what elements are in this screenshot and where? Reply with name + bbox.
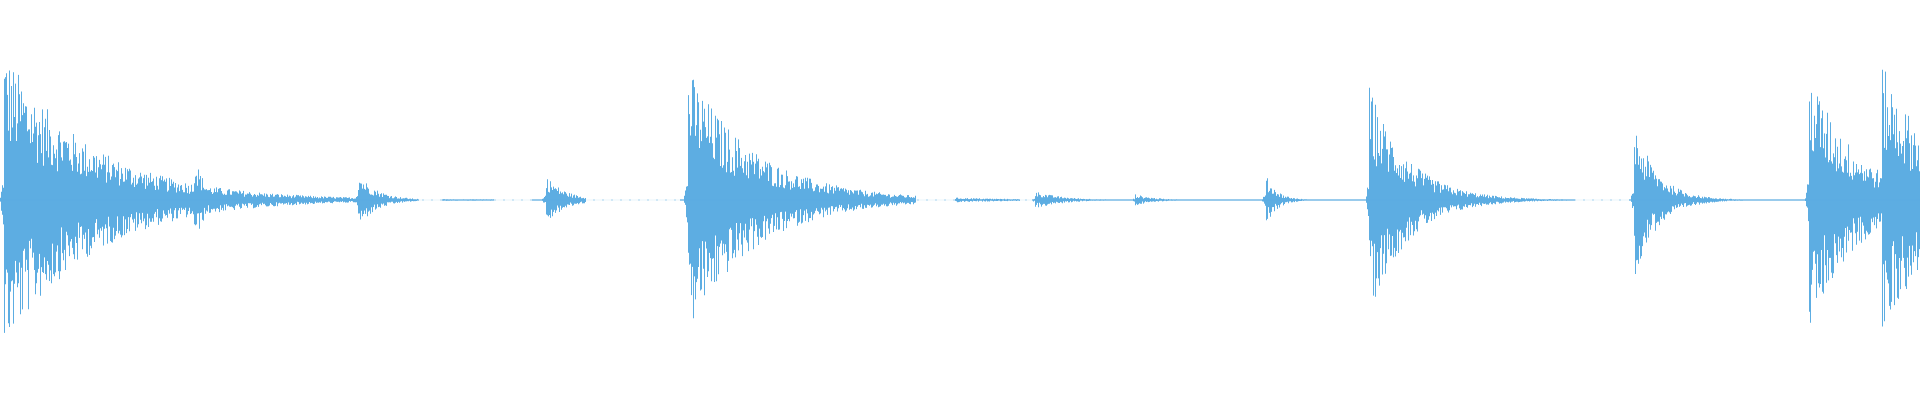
waveform-trace [0,69,1920,333]
waveform-path [0,69,1920,333]
